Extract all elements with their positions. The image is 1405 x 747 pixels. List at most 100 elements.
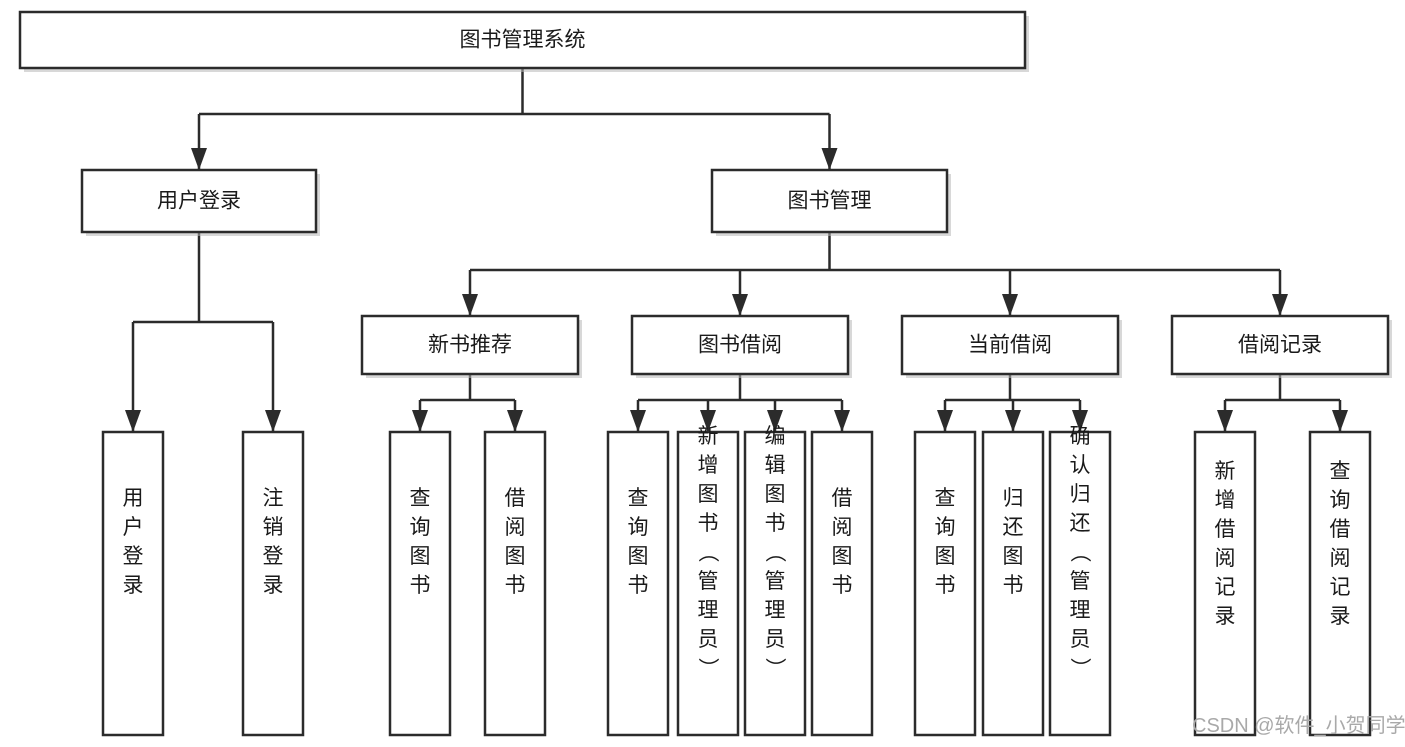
connector-group-current-borrow [937, 374, 1088, 432]
node-label-char: 图 [765, 483, 786, 506]
node-label-char: 增 [698, 454, 719, 477]
node-root[interactable]: 图书管理系统 [18, 10, 1029, 72]
node-label: 借阅记录 [1238, 334, 1322, 357]
node-box[interactable] [900, 314, 1120, 376]
node-box[interactable] [981, 430, 1045, 737]
node-user-login[interactable]: 用户登录 [80, 168, 320, 236]
arrow-head-icon [821, 148, 838, 170]
node-label-char: 图 [628, 545, 649, 568]
node-label-char: 借 [505, 487, 526, 510]
node-box[interactable] [80, 168, 318, 234]
node-box[interactable] [18, 10, 1027, 70]
node-label-char: 确 [1070, 425, 1091, 448]
node-box[interactable] [810, 430, 874, 737]
node-label-char: 询 [628, 516, 649, 539]
node-box[interactable] [1308, 430, 1372, 737]
node-label-char: （ [696, 542, 719, 563]
node-label-char: ） [1068, 658, 1091, 679]
node-book-borrow[interactable]: 图书借阅 [630, 314, 852, 378]
node-box[interactable] [913, 430, 977, 737]
node-label: 新书推荐 [428, 334, 512, 357]
node-label-char: 询 [1330, 489, 1351, 512]
arrow-head-icon [630, 410, 646, 432]
node-label-char: 图 [832, 545, 853, 568]
node-box[interactable] [606, 430, 670, 737]
arrow-head-icon [265, 410, 281, 432]
node-label-char: 录 [1330, 605, 1351, 628]
node-label-char: 书 [628, 574, 649, 597]
arrow-head-icon [1002, 294, 1018, 316]
node-box[interactable] [241, 430, 305, 737]
node-label-char: 注 [263, 487, 284, 510]
node-label-char: 图 [410, 545, 431, 568]
node-book-manage[interactable]: 图书管理 [710, 168, 951, 236]
connector-group-book-manage [462, 232, 1288, 316]
node-label: 用户登录 [157, 190, 241, 213]
arrow-head-icon [412, 410, 428, 432]
node-box[interactable] [630, 314, 850, 376]
arrow-head-icon [191, 148, 207, 170]
node-box[interactable] [483, 430, 547, 737]
node-label-char: 编 [765, 425, 786, 448]
node-label-char: 阅 [505, 516, 526, 539]
node-label-char: 归 [1070, 483, 1091, 506]
node-label-char: 新 [1215, 460, 1236, 483]
node-box[interactable] [1170, 314, 1390, 376]
node-label-char: 增 [1215, 489, 1236, 512]
node-box[interactable] [360, 314, 580, 376]
connector-group-user-login [125, 232, 281, 432]
node-label-char: 询 [410, 516, 431, 539]
node-label-char: 理 [698, 599, 719, 622]
node-new-book-rec[interactable]: 新书推荐 [360, 314, 582, 378]
node-box[interactable] [388, 430, 452, 737]
node-label-char: 查 [410, 487, 431, 510]
node-label-char: （ [763, 542, 786, 563]
arrow-head-icon [462, 294, 478, 316]
node-box[interactable] [1193, 430, 1257, 737]
node-box[interactable] [101, 430, 165, 737]
node-box[interactable] [710, 168, 949, 234]
node-box[interactable] [676, 430, 740, 737]
node-label-char: 借 [832, 487, 853, 510]
node-label-char: ） [763, 658, 786, 679]
node-label-char: 书 [1003, 574, 1024, 597]
arrow-head-icon [1072, 410, 1088, 432]
node-current-borrow[interactable]: 当前借阅 [900, 314, 1122, 378]
node-label: 当前借阅 [968, 334, 1052, 357]
arrow-head-icon [1272, 294, 1288, 316]
node-label-char: 查 [935, 487, 956, 510]
node-label-char: 户 [123, 516, 144, 539]
node-label: 图书管理系统 [460, 29, 586, 52]
arrow-head-icon [732, 294, 748, 316]
node-label-char: 阅 [832, 516, 853, 539]
node-leaf-user-login[interactable]: 用户登录 [101, 430, 165, 737]
node-label-char: 还 [1070, 512, 1091, 535]
node-box[interactable] [743, 430, 807, 737]
node-label-char: 员 [765, 628, 786, 651]
node-label-char: 新 [698, 425, 719, 448]
connector-group-borrow-record [1217, 374, 1348, 432]
connector-group-root [191, 68, 838, 170]
node-box[interactable] [1048, 430, 1112, 737]
node-label-char: 查 [628, 487, 649, 510]
node-borrow-record[interactable]: 借阅记录 [1170, 314, 1392, 378]
node-label-char: 书 [832, 574, 853, 597]
node-label-char: 询 [935, 516, 956, 539]
node-label-char: 书 [698, 512, 719, 535]
node-label-char: 录 [263, 574, 284, 597]
node-label-char: 书 [765, 512, 786, 535]
arrow-head-icon [700, 410, 716, 432]
node-label-char: 借 [1215, 518, 1236, 541]
